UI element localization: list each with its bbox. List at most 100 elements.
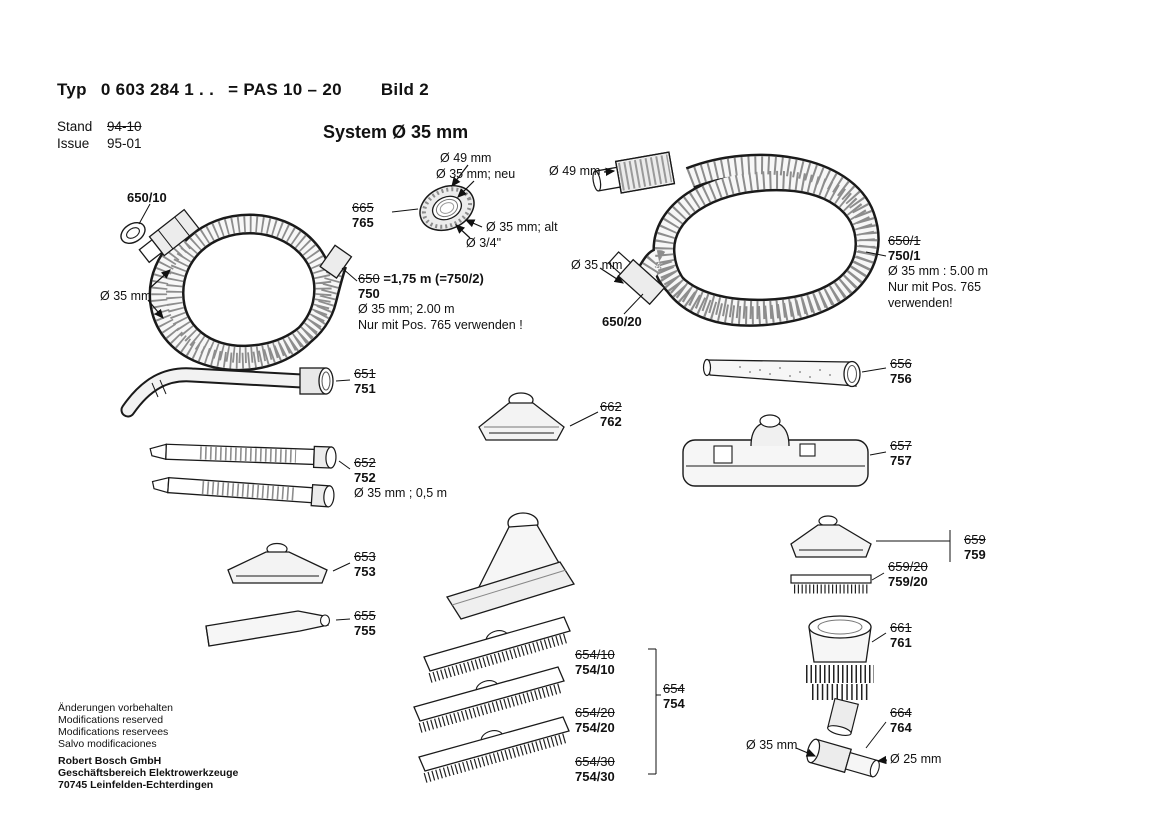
callout-765: 665 765 [352,200,374,230]
old-part-number: 650 [358,271,380,286]
new-part-number: 754/10 [575,662,615,677]
old-part-number: 652 [354,455,376,470]
callout-754-30: 654/30 754/30 [575,754,615,784]
callout-750: 650 =1,75 m (=750/2) 750 Ø 35 mm; 2.00 m… [358,271,523,333]
extension-tube-752a-drawing [149,443,337,469]
callout-754-10: 654/10 754/10 [575,647,615,677]
old-part-number: 650/1 [888,233,921,248]
new-part-number: 754/20 [575,720,615,735]
adapter-764-drawing [806,738,880,778]
title-model: = PAS 10 – 20 [228,80,342,99]
page-title: Typ 0 603 284 1 . . = PAS 10 – 20 Bild 2 [57,80,429,100]
callout-650-20: 650/20 [602,314,642,329]
old-part-number: 651 [354,366,376,381]
callout-759-20: 659/20 759/20 [888,559,928,589]
usage-note: Nur mit Pos. 765 [888,280,982,294]
brush-insert-754-20-drawing [413,666,565,733]
old-part-number: 661 [890,620,912,635]
new-part-number: 759/20 [888,574,928,589]
crevice-nozzle-755-drawing [205,610,331,647]
callout-759: 659 759 [964,532,986,562]
callout-752: 652 752 Ø 35 mm ; 0,5 m [354,455,447,501]
brush-insert-754-30-drawing [418,716,570,783]
stand-label: Stand [57,119,93,134]
size-note: Ø 35 mm ; 0,5 m [354,486,448,500]
title-type-number: 0 603 284 1 . . [100,80,215,99]
round-brush-761-drawing [806,615,874,736]
new-part-number: 753 [354,564,376,579]
usage-note2: verwenden! [888,296,953,310]
dim-35-bottom: Ø 35 mm [746,738,798,752]
dim-25-bottom: Ø 25 mm [890,752,942,766]
callout-761: 661 761 [890,620,912,650]
footer-line-de: Änderungen vorbehalten [58,702,174,714]
new-part-number: 754/30 [575,769,615,784]
footer-company: Robert Bosch GmbH [58,755,162,767]
leader-lines [138,203,951,775]
floor-brush-754-drawing [413,512,576,783]
hose-750-1-drawing [592,151,869,315]
footer-line-en: Modifications reserved [58,714,164,726]
dim-35-alt: Ø 35 mm; alt [486,220,558,234]
issue-line: Issue 95-01 [57,136,142,151]
dim-49-right: Ø 49 mm [549,164,601,178]
extension-tube-752b-drawing [151,476,335,508]
new-part-number: 759 [964,547,986,562]
new-part-number: 762 [600,414,622,429]
old-part-number: 654/30 [575,754,615,769]
washer-650-10-drawing [120,222,146,244]
nozzle-762-drawing [478,392,565,441]
size-note: Ø 35 mm; 2.00 m [358,302,455,316]
callout-750-line1: 650 =1,75 m (=750/2) [358,271,523,286]
dim-35-left: Ø 35 mm [100,289,152,303]
callout-757: 657 757 [890,438,912,468]
size-note: Ø 35 mm : 5.00 m [888,264,989,278]
dim-35-neu: Ø 35 mm; neu [436,167,516,181]
old-part-number: 656 [890,356,912,371]
old-part-number: 662 [600,399,622,414]
brush-insert-754-10-drawing [423,616,571,683]
new-part-number: 764 [890,720,912,735]
new-part-number: 754 [663,696,685,711]
dim-three-quarter: Ø 3/4" [466,236,502,250]
new-part-number: 755 [354,623,376,638]
stand-value: 94-10 [107,119,142,134]
title-bild: Bild 2 [380,80,429,99]
callout-754-20: 654/20 754/20 [575,705,615,735]
new-part-number: 751 [354,381,376,396]
dim-35-right: Ø 35 mm [571,258,623,272]
callout-751: 651 751 [354,366,376,396]
old-part-number: 659 [964,532,986,547]
old-part-number: 665 [352,200,374,215]
old-part-number: 664 [890,705,912,720]
new-part-number: 761 [890,635,912,650]
floor-nozzle-757-drawing [682,414,869,487]
new-part-number: 750/1 [888,248,921,263]
new-part-number: 757 [890,453,912,468]
callout-750-1: 650/1 750/1 Ø 35 mm : 5.00 m Nur mit Pos… [888,233,988,311]
footer-line-fr: Modifications reservees [58,726,169,738]
adapter-765-drawing [419,184,475,232]
nozzle-753-drawing [227,542,328,584]
footer-line-es: Salvo modificaciones [58,738,157,750]
new-part-number: 650/20 [602,314,642,329]
dimension-arrows [147,164,888,765]
old-part-number: 655 [354,608,376,623]
callout-650-10: 650/10 [127,190,167,205]
length-note: =1,75 m (=750/2) [383,271,484,286]
new-part-number: 752 [354,470,376,485]
new-part-number: 756 [890,371,912,386]
title-typ: Typ [57,80,87,99]
old-part-number: 659/20 [888,559,928,574]
issue-value: 95-01 [107,136,142,151]
usage-note: Nur mit Pos. 765 verwenden ! [358,318,523,332]
new-part-number: 750 [358,286,380,301]
callout-764: 664 764 [890,705,912,735]
tube-756-drawing [702,358,861,388]
old-part-number: 657 [890,438,912,453]
issue-label: Issue [57,136,90,151]
callout-756: 656 756 [890,356,912,386]
nozzle-759-drawing [790,515,872,558]
